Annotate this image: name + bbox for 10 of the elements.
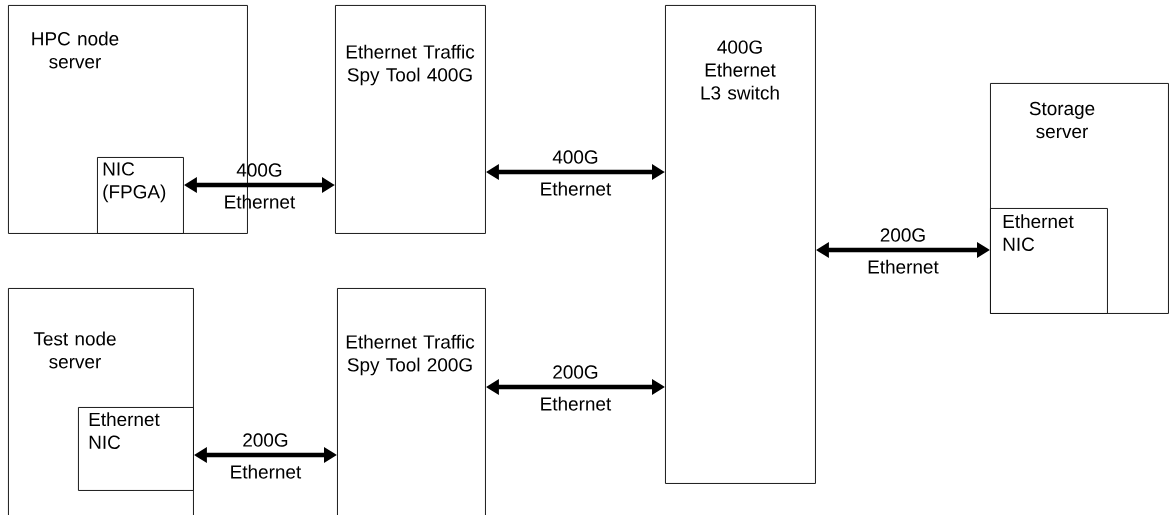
edge-label: 200G Ethernet — [541, 365, 612, 411]
nested-box: Ethernet NIC — [990, 208, 1108, 314]
component-box: Ethernet Traffic Spy Tool 200G — [337, 288, 486, 515]
edge-label: 200G Ethernet — [868, 228, 939, 274]
edge-label: 200G Ethernet — [231, 433, 302, 479]
nested-box: NIC (FPGA) — [97, 157, 184, 234]
component-box: 400G Ethernet L3 switch — [665, 5, 816, 484]
edge-label: 400G Ethernet — [541, 150, 612, 196]
component-box: Ethernet Traffic Spy Tool 400G — [335, 5, 486, 234]
nested-box: Ethernet NIC — [78, 407, 194, 491]
